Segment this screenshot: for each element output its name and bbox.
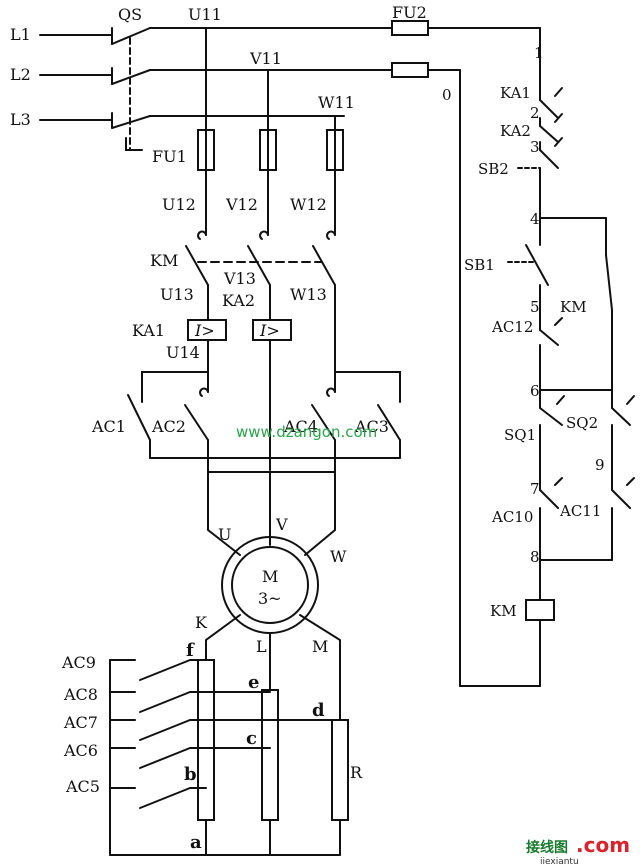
label-ac4: AC4 [283,417,318,436]
relay-ka2-symbol: I> [259,321,280,340]
label-l3: L3 [10,110,31,129]
node-6: 6 [530,382,540,400]
label-a: a [190,832,202,853]
label-u14: U14 [166,343,200,362]
label-k: K [195,613,208,632]
label-mm: M [312,637,328,656]
watermark-center: www.dzangon.com [236,423,377,441]
label-ac2: AC2 [151,417,186,436]
label-f: f [186,640,195,661]
label-sq2: SQ2 [566,414,598,432]
label-ctrl-km: KM [560,298,587,316]
label-ac5: AC5 [65,777,100,796]
label-u11: U11 [188,5,222,24]
label-w: W [330,547,347,566]
label-ac11: AC11 [559,502,601,520]
label-e: e [248,672,259,693]
relay-ka1-symbol: I> [194,321,215,340]
label-u: U [218,525,231,544]
label-ac10: AC10 [491,508,533,526]
supply-lines [39,27,393,151]
node-4: 4 [530,210,540,228]
label-ac1: AC1 [91,417,126,436]
label-ka2: KA2 [222,291,255,310]
label-ctrl-ka2: KA2 [500,122,531,140]
control-circuit [507,81,635,687]
label-l2: L2 [10,65,31,84]
motor-m-label: M [262,567,278,586]
label-b: b [184,764,197,785]
label-ctrl-ka1: KA1 [500,84,531,102]
node-1: 1 [534,44,544,62]
label-v11: V11 [249,49,282,68]
label-ac12: AC12 [491,318,533,336]
label-qs: QS [118,5,142,24]
label-km-main: KM [150,251,178,270]
label-c: c [246,728,257,749]
label-ac7: AC7 [63,713,98,732]
motor-3phase-label: 3~ [258,589,282,608]
watermark-logo-en: .com [576,833,630,857]
label-l: L [256,637,267,656]
label-r: R [350,763,363,782]
label-v13: V13 [223,269,256,288]
node-7: 7 [530,480,540,498]
label-ac3: AC3 [354,417,389,436]
rotor-resistors [109,614,349,856]
label-ac8: AC8 [63,685,98,704]
label-sb2: SB2 [478,160,509,178]
label-coil-km: KM [490,602,517,620]
label-v: V [275,515,288,534]
label-w11: W11 [318,93,355,112]
label-fu1: FU1 [152,147,187,166]
watermark-logo-url: jiexiantu [539,857,579,864]
node-8: 8 [530,548,540,566]
label-sb1: SB1 [464,256,495,274]
node-0: 0 [442,86,452,104]
label-v12: V12 [225,195,258,214]
label-d: d [312,700,325,721]
label-ac9: AC9 [61,653,96,672]
label-ac6: AC6 [63,741,98,760]
label-w12: W12 [290,195,327,214]
node-5: 5 [530,298,540,316]
label-ka1: KA1 [132,321,165,340]
node-9: 9 [595,456,605,474]
label-w13: W13 [290,285,327,304]
phase-wiring [127,27,401,556]
label-l1: L1 [10,25,31,44]
watermark-logo-cn: 接线图 [526,839,568,856]
control-supply [391,20,541,687]
label-sq1: SQ1 [504,426,536,444]
node-3: 3 [530,138,540,156]
label-u13: U13 [160,285,194,304]
node-2: 2 [530,104,540,122]
label-fu2: FU2 [392,3,427,22]
label-u12: U12 [162,195,196,214]
